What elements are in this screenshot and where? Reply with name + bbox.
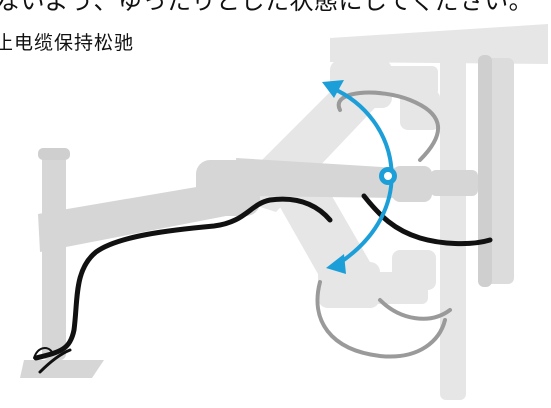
instruction-text-chinese: 止电缆保持松驰 (0, 32, 135, 54)
ghost-cable-lowered-2 (378, 298, 452, 321)
main-cable-upper (361, 193, 493, 247)
rotation-arrow-icon (322, 80, 394, 274)
pivot-dot-icon (379, 167, 397, 185)
main-cable-lower (33, 196, 333, 361)
ghost-cable-raised (336, 90, 441, 162)
main-cable-foot-end (33, 347, 53, 359)
main-arm (20, 148, 478, 378)
instruction-text-japanese: ないよう、ゆったりとした状態にしてください。 (0, 0, 534, 15)
ghost-cable-lowered (315, 280, 447, 359)
main-cable-pole-tail (38, 348, 72, 374)
monitor-side-view (478, 55, 514, 287)
